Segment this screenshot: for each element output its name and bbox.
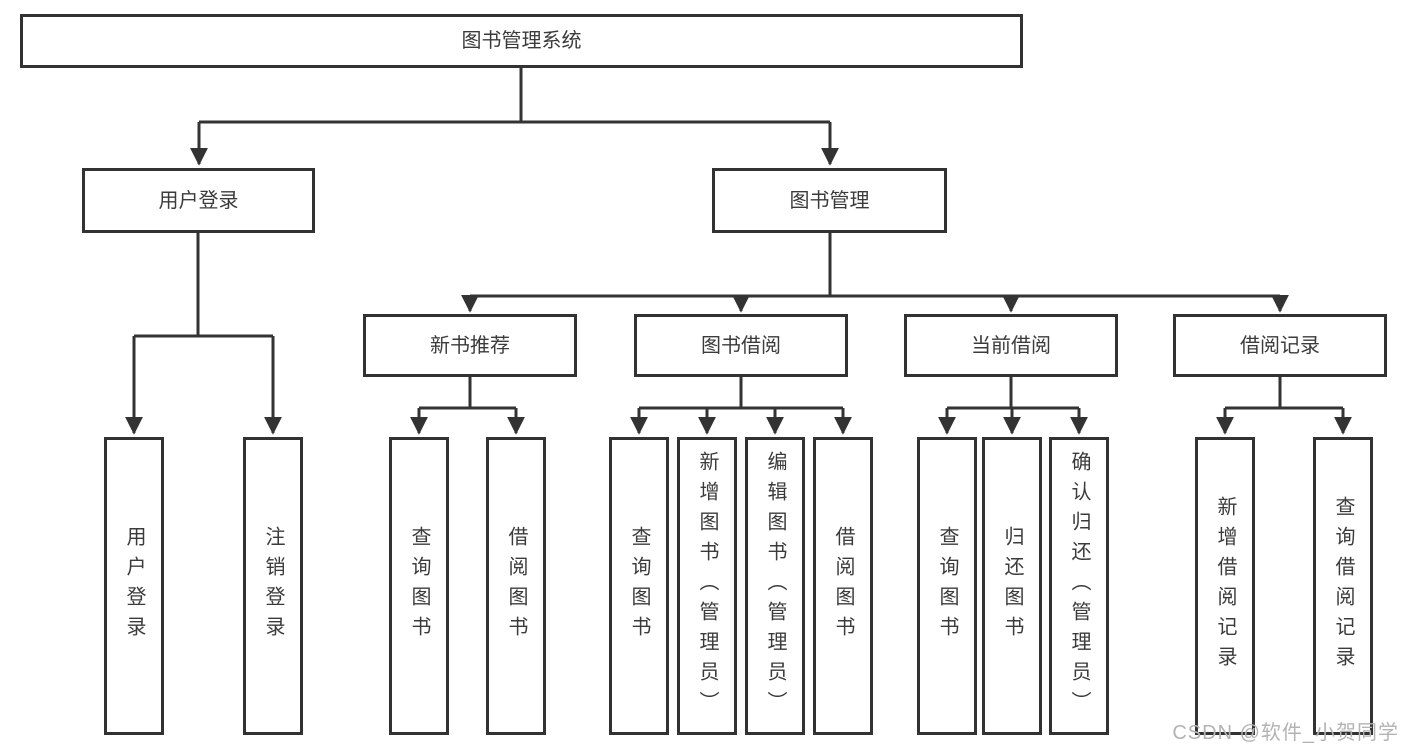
- node-book-management-label: 图书管理: [789, 189, 870, 212]
- leaf-return-books-label: 归还图书: [1001, 526, 1023, 646]
- leaf-logout-label: 注销登录: [262, 526, 284, 646]
- node-borrow-records: 借阅记录: [1173, 314, 1387, 377]
- node-library-system-label: 图书管理系统: [461, 30, 582, 52]
- leaf-add-borrow-record: 新增借阅记录: [1195, 437, 1255, 735]
- leaf-confirm-return-admin: 确认归还（管理员）: [1049, 437, 1109, 735]
- leaf-recommend-borrow-books-label: 借阅图书: [505, 526, 527, 646]
- node-new-book-recommend: 新书推荐: [363, 314, 577, 377]
- leaf-query-borrow-record: 查询借阅记录: [1313, 437, 1373, 735]
- leaf-recommend-query-books: 查询图书: [389, 437, 449, 735]
- leaf-user-login: 用户登录: [104, 437, 164, 735]
- leaf-borrowing-borrow-books: 借阅图书: [813, 437, 873, 735]
- leaf-recommend-query-books-label: 查询图书: [408, 526, 430, 646]
- node-current-borrowing: 当前借阅: [904, 314, 1118, 377]
- leaf-borrowing-query-books-label: 查询图书: [628, 526, 650, 646]
- leaf-query-borrow-record-label: 查询借阅记录: [1332, 496, 1354, 676]
- leaf-user-login-label: 用户登录: [123, 526, 145, 646]
- node-book-borrowing-label: 图书借阅: [701, 334, 781, 357]
- leaf-add-book-admin-label: 新增图书（管理员）: [696, 451, 718, 721]
- node-library-system: 图书管理系统: [20, 14, 1023, 68]
- connector-arrows: [125, 122, 1352, 435]
- node-current-borrowing-label: 当前借阅: [971, 334, 1051, 357]
- leaf-confirm-return-admin-label: 确认归还（管理员）: [1068, 451, 1090, 721]
- leaf-return-books: 归还图书: [982, 437, 1042, 735]
- leaf-current-query-books: 查询图书: [917, 437, 977, 735]
- node-book-management: 图书管理: [712, 168, 947, 233]
- node-borrow-records-label: 借阅记录: [1240, 334, 1320, 357]
- leaf-borrowing-borrow-books-label: 借阅图书: [832, 526, 854, 646]
- leaf-borrowing-query-books: 查询图书: [609, 437, 669, 735]
- csdn-watermark: CSDN @软件_小贺同学: [1172, 722, 1399, 744]
- leaf-logout: 注销登录: [243, 437, 303, 735]
- node-user-login-label: 用户登录: [158, 189, 239, 212]
- leaf-add-borrow-record-label: 新增借阅记录: [1214, 496, 1236, 676]
- leaf-recommend-borrow-books: 借阅图书: [486, 437, 546, 735]
- leaf-edit-book-admin-label: 编辑图书（管理员）: [764, 451, 786, 721]
- leaf-add-book-admin: 新增图书（管理员）: [677, 437, 737, 735]
- node-user-login: 用户登录: [82, 168, 315, 233]
- node-book-borrowing: 图书借阅: [634, 314, 848, 377]
- leaf-current-query-books-label: 查询图书: [936, 526, 958, 646]
- leaf-edit-book-admin: 编辑图书（管理员）: [745, 437, 805, 735]
- node-new-book-recommend-label: 新书推荐: [430, 334, 510, 357]
